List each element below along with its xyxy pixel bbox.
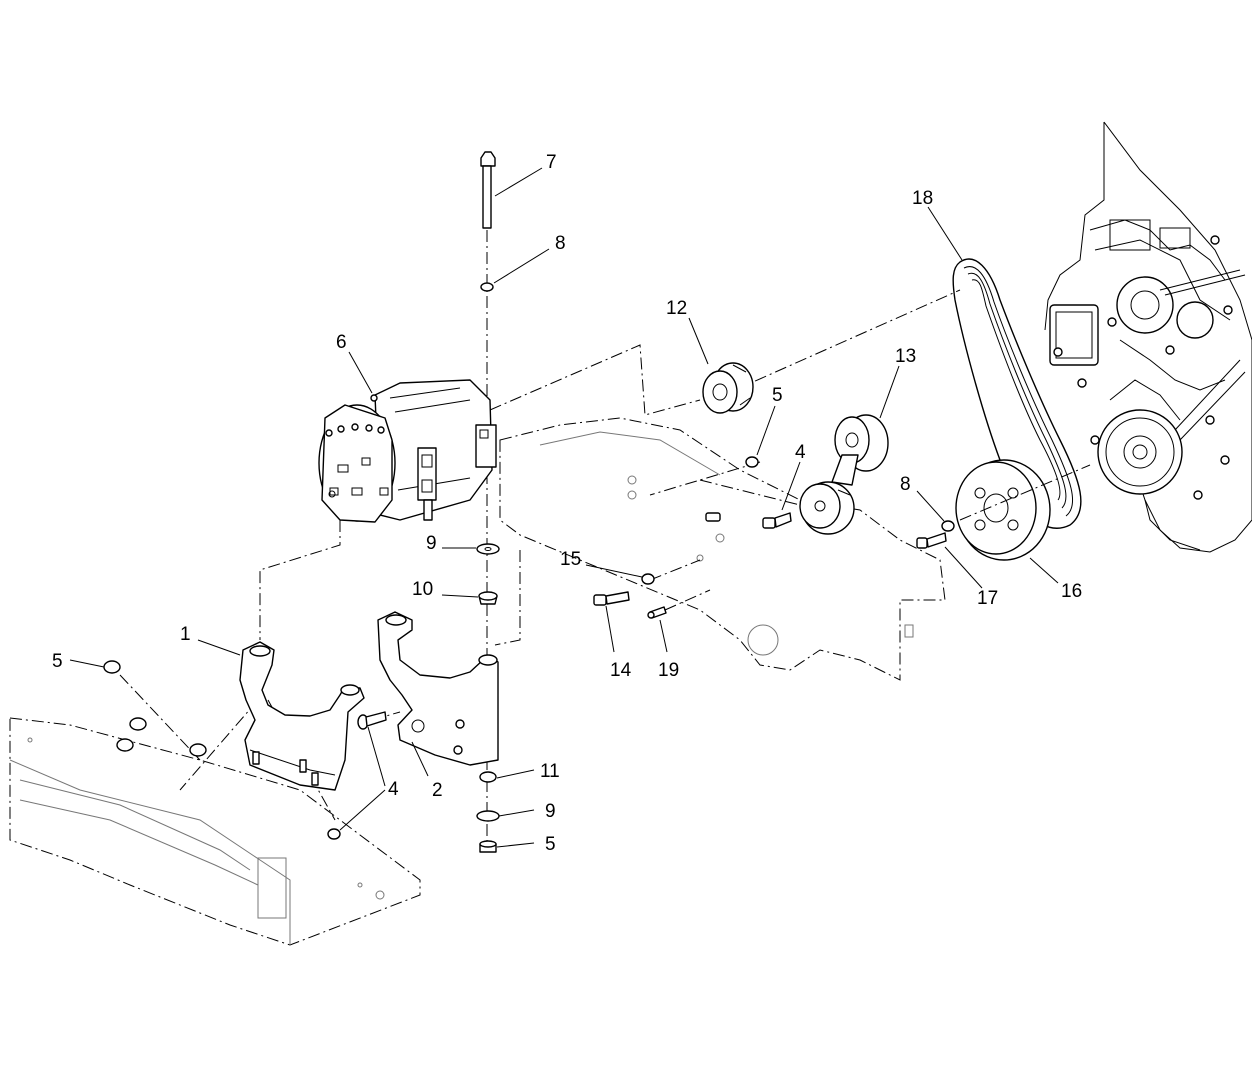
callout-14: 14	[610, 660, 632, 681]
bolt-4-left	[357, 711, 387, 730]
callout-8-right: 8	[900, 474, 911, 495]
leader-lines	[69, 167, 1059, 848]
washer-9-upper	[476, 543, 500, 555]
idler-pulley	[702, 362, 754, 414]
callout-11: 11	[540, 761, 560, 782]
callout-9-upper: 9	[426, 533, 437, 554]
washer-15	[641, 573, 655, 585]
callout-9-lower: 9	[545, 801, 556, 822]
callout-17: 17	[977, 588, 998, 609]
callout-18: 18	[912, 188, 933, 209]
callout-6: 6	[336, 332, 347, 353]
callout-13: 13	[895, 346, 916, 367]
callout-labels: 1 2 4 4 5 5 5 6 7 8 8 9 9 10 11 12 13 14…	[52, 152, 1082, 855]
lockwasher-11	[479, 771, 497, 783]
callout-2: 2	[432, 780, 443, 801]
washer-8-right	[941, 520, 955, 532]
callout-19: 19	[658, 660, 679, 681]
callout-5-mid: 5	[772, 385, 783, 406]
bracket-1	[239, 641, 365, 791]
washer-8-top	[480, 282, 494, 292]
belt-tensioner	[799, 414, 889, 535]
bolt-14	[593, 591, 630, 606]
callout-5-bottom: 5	[545, 834, 556, 855]
alternator	[318, 379, 497, 523]
callout-16: 16	[1061, 581, 1082, 602]
drive-belt	[952, 258, 1082, 529]
nut-5-left	[103, 660, 341, 840]
bracket-2	[377, 611, 499, 766]
callout-4-bracket: 4	[388, 779, 399, 800]
crank-pulley	[955, 459, 1051, 561]
callout-12: 12	[666, 298, 687, 319]
callout-1: 1	[180, 624, 191, 645]
mounting-frame	[499, 417, 946, 681]
nut-5-bottom	[479, 840, 497, 853]
callout-10: 10	[412, 579, 433, 600]
callout-7: 7	[546, 152, 557, 173]
base-frame	[9, 717, 421, 946]
bolt-17	[916, 532, 947, 549]
bolt-4-right	[762, 512, 792, 529]
callout-8-top: 8	[555, 233, 566, 254]
callout-15: 15	[560, 549, 581, 570]
nut-5-mid	[745, 456, 759, 468]
washer-9-lower	[476, 810, 500, 822]
long-bolt	[480, 151, 496, 229]
spacer-10	[478, 591, 498, 605]
engine-block	[1044, 121, 1252, 553]
callout-5-left: 5	[52, 651, 63, 672]
callout-4-tensioner: 4	[795, 442, 806, 463]
pin-19	[647, 606, 667, 619]
